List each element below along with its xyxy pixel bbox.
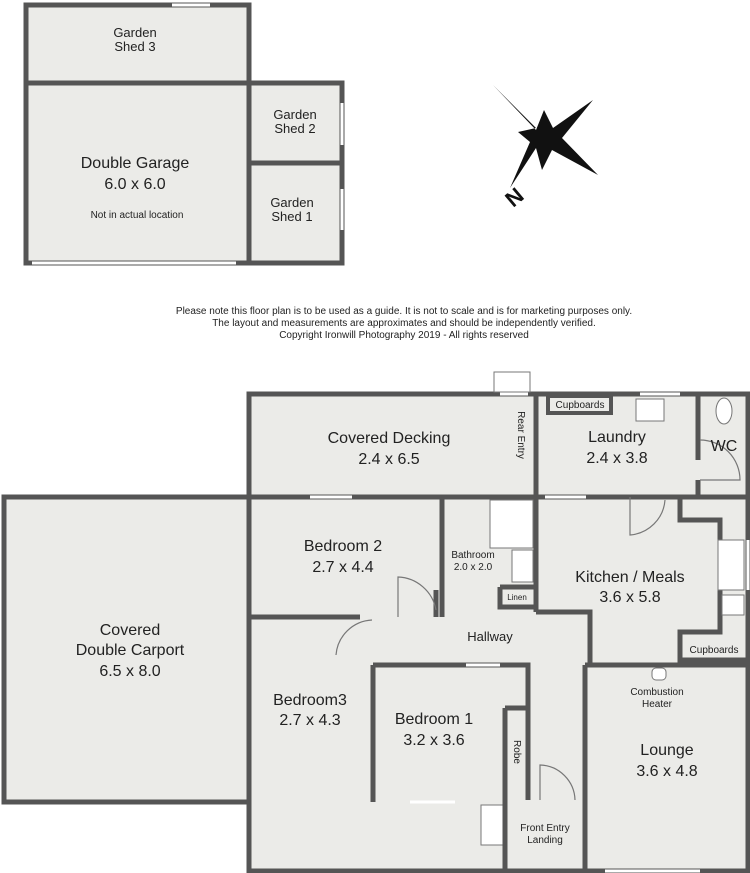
carport-size: 6.5 x 8.0 [99,663,160,680]
north-label: N [500,183,528,212]
door [335,619,373,656]
laundry-size: 2.4 x 3.8 [586,450,647,467]
rear-entry-label: Rear Entry [515,411,526,459]
heater-label: Heater [642,699,673,710]
garage-name: Double Garage [81,155,190,172]
disclaimer-line: The layout and measurements are approxim… [212,318,596,329]
heater-label: Combustion [630,687,683,698]
front-entry-label: Front Entry [520,823,569,834]
disclaimer-line: Please note this floor plan is to be use… [176,306,632,317]
covered-carport [1,494,252,805]
toilet [715,397,733,425]
kitchen-sink [717,539,745,591]
shed2-label: Garden [273,107,316,122]
vanity [511,549,534,583]
laundry-cupboards-label: Cupboards [556,400,605,411]
front-entry-label: Landing [527,835,563,846]
shed3-label: Shed 3 [114,39,155,54]
bedroom2-name: Bedroom 2 [304,538,382,555]
carport-name: Double Carport [76,642,185,659]
bedroom1-size: 3.2 x 3.6 [403,732,464,749]
door [699,439,741,481]
kitchen-cupboards-label: Cupboards [690,645,739,656]
double-garage [23,80,252,266]
shed3-label: Garden [113,25,156,40]
garage-note: Not in actual location [91,210,184,221]
lounge-name: Lounge [640,742,693,759]
door [539,764,576,801]
bedroom2-size: 2.7 x 4.4 [312,559,373,576]
bedroom3-size: 2.7 x 4.3 [279,712,340,729]
garage-size: 6.0 x 6.0 [104,176,165,193]
outbuildings: Garden Shed 3 Double Garage 6.0 x 6.0 No… [23,2,345,266]
bathroom-name: Bathroom [451,550,494,561]
house-interior [246,494,750,873]
decking-size: 2.4 x 6.5 [358,451,419,468]
shed2-label: Shed 2 [274,121,315,136]
garden-shed-1 [246,160,345,266]
shower [489,499,534,549]
rear-steps [493,371,531,393]
hallway-label: Hallway [467,629,513,644]
carport-name: Covered [100,622,160,639]
combustion-heater [651,667,667,681]
kitchen-size: 3.6 x 5.8 [599,589,660,606]
robe-label: Robe [511,740,522,764]
decking-name: Covered Decking [328,430,451,447]
bedroom3-name: Bedroom3 [273,692,347,709]
kitchen-name: Kitchen / Meals [575,569,684,586]
north-arrow-icon: N [493,85,598,212]
door [629,497,666,536]
lounge-size: 3.6 x 4.8 [636,763,697,780]
front-steps [480,804,504,846]
door [397,576,437,617]
shed1-label: Garden [270,195,313,210]
bathroom-size: 2.0 x 2.0 [454,562,493,573]
bedroom1-name: Bedroom 1 [395,711,473,728]
wc-label: WC [711,438,738,455]
main-house: Covered Decking 2.4 x 6.5 Rear Entry Lau… [1,371,750,873]
linen-label: Linen [507,593,527,602]
shed1-label: Shed 1 [271,209,312,224]
laundry-name: Laundry [588,429,646,446]
laundry-tub [635,398,665,422]
laundry-cupboards [546,394,613,415]
disclaimer-line: Copyright Ironwill Photography 2019 - Al… [279,330,529,341]
stove [721,594,745,616]
